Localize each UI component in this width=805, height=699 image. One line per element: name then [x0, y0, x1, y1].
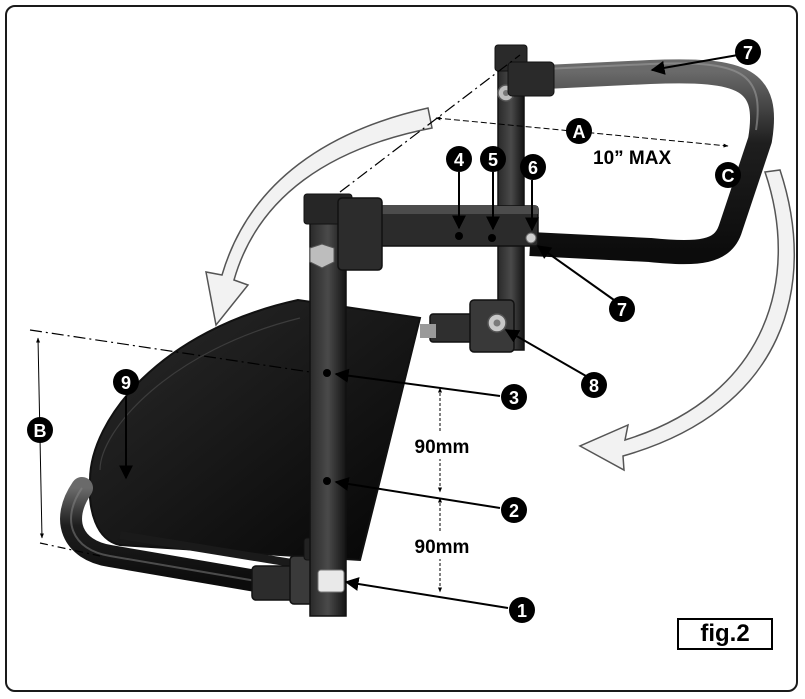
- figure-frame: [5, 5, 798, 692]
- reference-line-lower: [29, 329, 311, 373]
- callout-9: 9: [113, 369, 139, 395]
- svg-text:6: 6: [528, 158, 538, 178]
- figure-label: fig.2: [677, 618, 773, 650]
- callout-2: 2: [501, 497, 527, 523]
- rotation-arrow-right: [578, 169, 796, 472]
- callout-6: 6: [520, 154, 546, 180]
- svg-text:3: 3: [509, 388, 519, 408]
- reference-line-bottom: [39, 542, 101, 557]
- svg-text:7: 7: [617, 300, 627, 320]
- leader-arrow-2: [334, 477, 501, 509]
- svg-text:5: 5: [488, 150, 498, 170]
- rotation-arrow-left: [205, 107, 433, 327]
- front-vertical-post: [303, 193, 383, 617]
- dimension-90mm-lower-value: 90mm: [415, 537, 470, 558]
- callout-1: 1: [509, 597, 535, 623]
- leader-arrow-7-mid: [536, 245, 615, 301]
- leader-arrow-8: [504, 329, 587, 377]
- svg-text:8: 8: [589, 376, 599, 396]
- callout-b: B: [27, 417, 53, 443]
- footplate: [60, 298, 422, 593]
- dimension-90mm-upper-value: 90mm: [415, 437, 470, 458]
- callout-3: 3: [501, 384, 527, 410]
- svg-text:C: C: [722, 166, 735, 186]
- callout-4: 4: [446, 146, 472, 172]
- svg-text:A: A: [573, 122, 586, 142]
- svg-text:4: 4: [454, 150, 464, 170]
- reference-line-upper: [339, 54, 521, 193]
- svg-text:7: 7: [743, 43, 753, 63]
- leader-arrow-7-top: [650, 54, 739, 75]
- svg-text:2: 2: [509, 501, 519, 521]
- svg-text:9: 9: [121, 373, 131, 393]
- callout-5: 5: [480, 146, 506, 172]
- dimension-a-value: 10” MAX: [593, 148, 671, 169]
- callout-a: A: [566, 118, 592, 144]
- svg-text:1: 1: [517, 601, 527, 621]
- svg-text:B: B: [34, 421, 47, 441]
- callout-c: C: [715, 162, 741, 188]
- callout-8: 8: [581, 372, 607, 398]
- leader-arrow-1: [344, 577, 509, 609]
- adjustment-slide-bar: [347, 205, 539, 247]
- leader-arrow-3: [334, 368, 501, 397]
- callout-7-top: 7: [735, 39, 761, 65]
- upper-loop-tube: [507, 59, 775, 265]
- callout-7-mid: 7: [609, 296, 635, 322]
- mid-hinge-bracket: [420, 299, 515, 353]
